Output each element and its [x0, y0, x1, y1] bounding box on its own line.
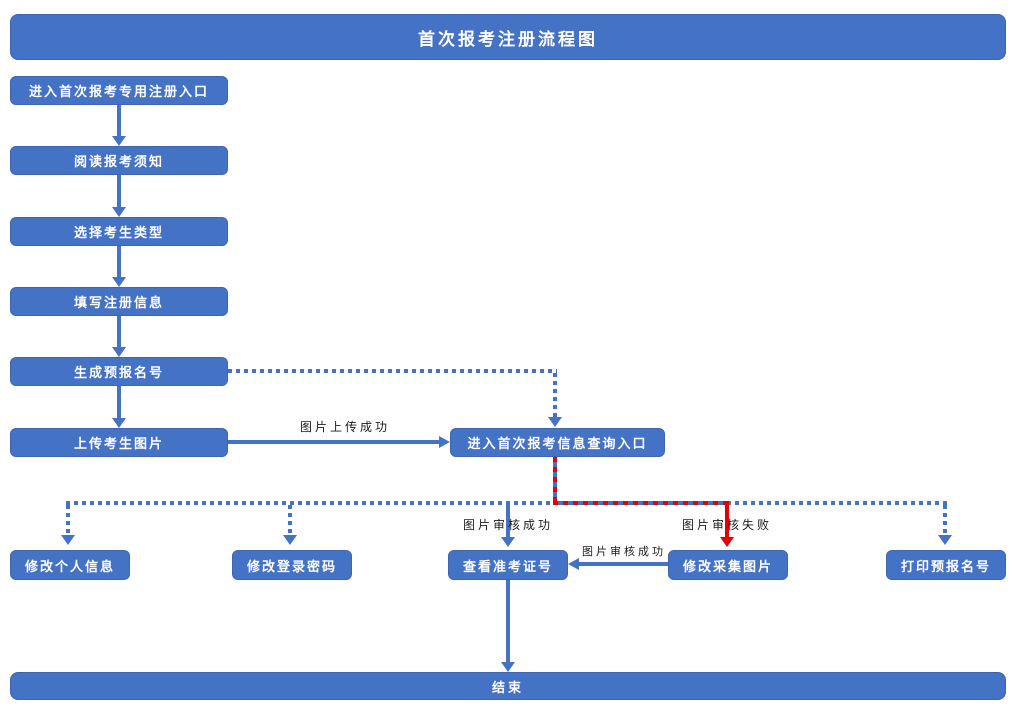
edge-label-upload-success: 图片上传成功 — [299, 420, 390, 434]
arrow-down-icon — [61, 535, 75, 545]
connector-line — [117, 105, 121, 136]
arrow-down-icon — [112, 136, 126, 146]
node-edit-personal: 修改个人信息 — [10, 550, 130, 580]
fail-connector-line — [725, 501, 729, 537]
connector-line — [506, 580, 510, 662]
arrow-down-icon — [112, 418, 126, 428]
arrow-right-icon — [439, 436, 450, 448]
node-edit-photo: 修改采集图片 — [668, 550, 788, 580]
arrow-down-icon — [283, 535, 297, 545]
red-blue-dashed-branch-line — [553, 501, 727, 505]
dotted-branch-line — [66, 501, 553, 505]
arrow-down-icon — [112, 347, 126, 357]
dotted-connector — [228, 369, 557, 373]
dotted-connector — [66, 505, 70, 535]
connector-line — [228, 440, 439, 444]
connector-line — [117, 246, 121, 277]
arrow-down-icon — [112, 207, 126, 217]
edge-label-review-success-back: 图片审核成功 — [582, 546, 666, 558]
arrow-down-icon — [938, 535, 952, 545]
dotted-branch-line — [727, 501, 947, 505]
dotted-connector — [943, 505, 947, 535]
connector-line — [579, 562, 668, 566]
node-edit-password: 修改登录密码 — [232, 550, 352, 580]
node-upload-photo: 上传考生图片 — [10, 428, 228, 457]
node-start-entry: 进入首次报考专用注册入口 — [10, 76, 228, 105]
node-query-entry: 进入首次报考信息查询入口 — [450, 428, 665, 457]
node-view-ticket: 查看准考证号 — [448, 550, 568, 580]
node-read-notice: 阅读报考须知 — [10, 146, 228, 175]
red-blue-dashed-connector — [553, 457, 557, 501]
node-print-id: 打印预报名号 — [886, 550, 1006, 580]
node-select-type: 选择考生类型 — [10, 217, 228, 246]
node-end: 结束 — [10, 672, 1006, 700]
arrow-down-icon — [501, 537, 515, 547]
dotted-connector — [553, 373, 557, 417]
node-fill-info: 填写注册信息 — [10, 287, 228, 316]
connector-line — [117, 316, 121, 347]
edge-label-review-success: 图片审核成功 — [462, 518, 553, 532]
arrow-down-icon — [112, 277, 126, 287]
arrow-left-icon — [568, 558, 579, 570]
flowchart-title: 首次报考注册流程图 — [10, 14, 1006, 60]
node-generate-id: 生成预报名号 — [10, 357, 228, 386]
connector-line — [117, 175, 121, 207]
edge-label-review-fail: 图片审核失败 — [681, 518, 772, 532]
dotted-connector — [288, 505, 292, 535]
connector-line — [117, 386, 121, 418]
connector-line — [506, 501, 510, 537]
red-arrow-down-icon — [720, 537, 734, 547]
arrow-down-icon — [501, 662, 515, 672]
arrow-down-icon — [548, 417, 562, 427]
